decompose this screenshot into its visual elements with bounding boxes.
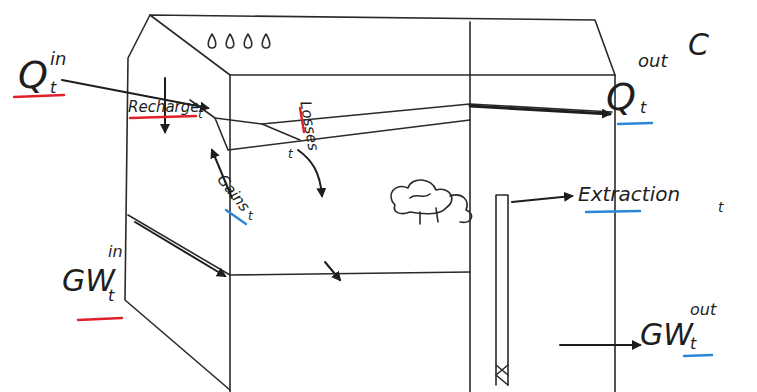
subscript-label: t <box>288 148 293 160</box>
rain-drop <box>226 34 234 48</box>
red-underline <box>78 318 122 320</box>
term-label: Extraction <box>578 184 680 204</box>
superscript-label: in <box>50 50 66 68</box>
red-underline <box>14 95 64 97</box>
blue-underline <box>618 123 652 124</box>
blue-underline <box>586 211 640 212</box>
top-face <box>150 15 615 75</box>
extraction-arrow <box>512 196 572 202</box>
river-bed <box>215 118 470 150</box>
superscript-label: in <box>108 244 123 260</box>
outflow-arrow <box>470 106 610 114</box>
left-face <box>125 15 230 390</box>
term-label: Recharge <box>128 100 200 115</box>
subscript-label: t <box>640 100 646 116</box>
front-left-edge <box>229 75 231 392</box>
section-divider <box>469 22 471 392</box>
subscript-label: t <box>248 210 253 222</box>
term-label: Gains <box>214 172 252 215</box>
rain-drop <box>244 34 252 48</box>
river-channel <box>190 100 612 124</box>
symbol-label: Q <box>18 56 48 94</box>
water-table <box>128 215 470 275</box>
subscript-label: t <box>198 108 203 120</box>
term-label: Losses <box>297 100 320 152</box>
symbol-label: GW <box>62 266 115 296</box>
blue-underline <box>684 355 712 356</box>
subscript-label: t <box>690 336 696 352</box>
subscript-label: t <box>108 288 114 304</box>
symbol-label: Q <box>606 78 636 116</box>
well-screen <box>496 365 508 385</box>
subscript-label: t <box>50 80 56 96</box>
well-casing <box>496 195 508 385</box>
rain-drop <box>262 34 270 48</box>
percolation-arrow <box>325 262 340 280</box>
superscript-label: out <box>638 52 667 70</box>
gw-outflow-arrow <box>560 344 640 346</box>
gw-inflow-arrow <box>135 222 225 276</box>
shrub <box>450 195 472 222</box>
tree-trunk <box>410 194 438 224</box>
superscript-label: out <box>690 302 716 318</box>
rain-drop <box>208 34 216 48</box>
losses-arrow <box>298 150 322 196</box>
river-bank <box>262 124 300 140</box>
symbol-label: C <box>688 30 709 60</box>
subscript-label: t <box>718 200 724 214</box>
red-underline <box>130 116 196 118</box>
symbol-label: GW <box>640 320 693 350</box>
